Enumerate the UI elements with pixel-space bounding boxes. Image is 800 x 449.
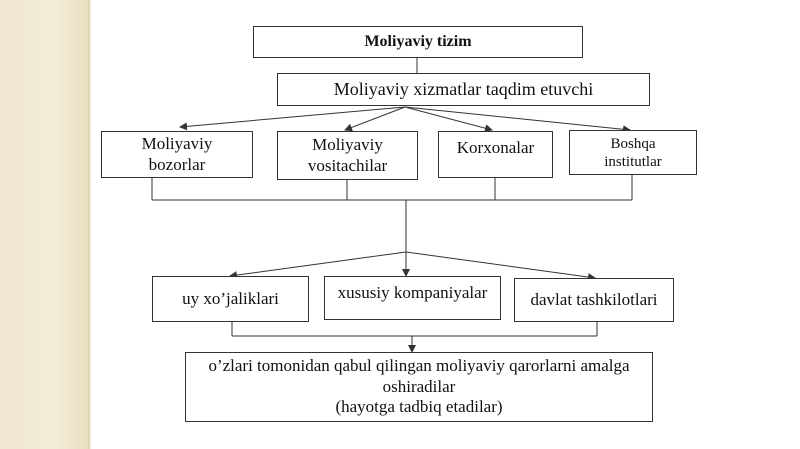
title-text: Moliyaviy tizim [364,33,472,51]
participant-box-uy: uy xo’jaliklari [152,276,309,322]
institution-label-line1: Moliyaviy [141,134,213,154]
side-band-edge [88,0,91,449]
participant-box-davlat: davlat tashkilotlari [514,278,674,322]
arrow-to-bozorlar [179,106,406,131]
arrow-to-institutlar [404,106,631,134]
arrow-to-davlat [405,251,596,282]
participant-label: davlat tashkilotlari [530,289,658,309]
participant-label: xususiy kompaniyalar [337,283,488,302]
participant-label: uy xo’jaliklari [182,288,279,308]
title-box: Moliyaviy tizim [253,26,583,58]
decorative-side-band [0,0,88,449]
result-line2: oshiradilar [382,376,456,396]
institution-box-bozorlar: Moliyaviy bozorlar [101,131,253,178]
arrow-to-vositachilar [344,106,406,132]
institution-label-line2: bozorlar [148,154,206,174]
result-line3: (hayotga tadbiq etadilar) [335,397,503,417]
result-line1: o’zlari tomonidan qabul qilingan moliyav… [208,356,630,376]
arrow-to-uy [229,251,407,280]
institution-label-line2: institutlar [604,153,662,170]
institution-label-line1: Boshqa [610,135,656,152]
institution-label-line2: vositachilar [307,155,388,175]
institution-box-korxonalar: Korxonalar [438,131,553,178]
institution-label-line1: Moliyaviy [312,135,383,155]
providers-text: Moliyaviy xizmatlar taqdim etuvchi [333,78,594,99]
institution-box-institutlar: Boshqa institutlar [569,130,697,175]
institution-label-line1: Korxonalar [456,138,535,157]
providers-box: Moliyaviy xizmatlar taqdim etuvchi [277,73,650,106]
participant-box-xususiy: xususiy kompaniyalar [324,276,501,320]
result-box: o’zlari tomonidan qabul qilingan moliyav… [185,352,653,422]
institution-box-vositachilar: Moliyaviy vositachilar [277,131,418,180]
arrow-to-korxonalar [404,106,493,133]
